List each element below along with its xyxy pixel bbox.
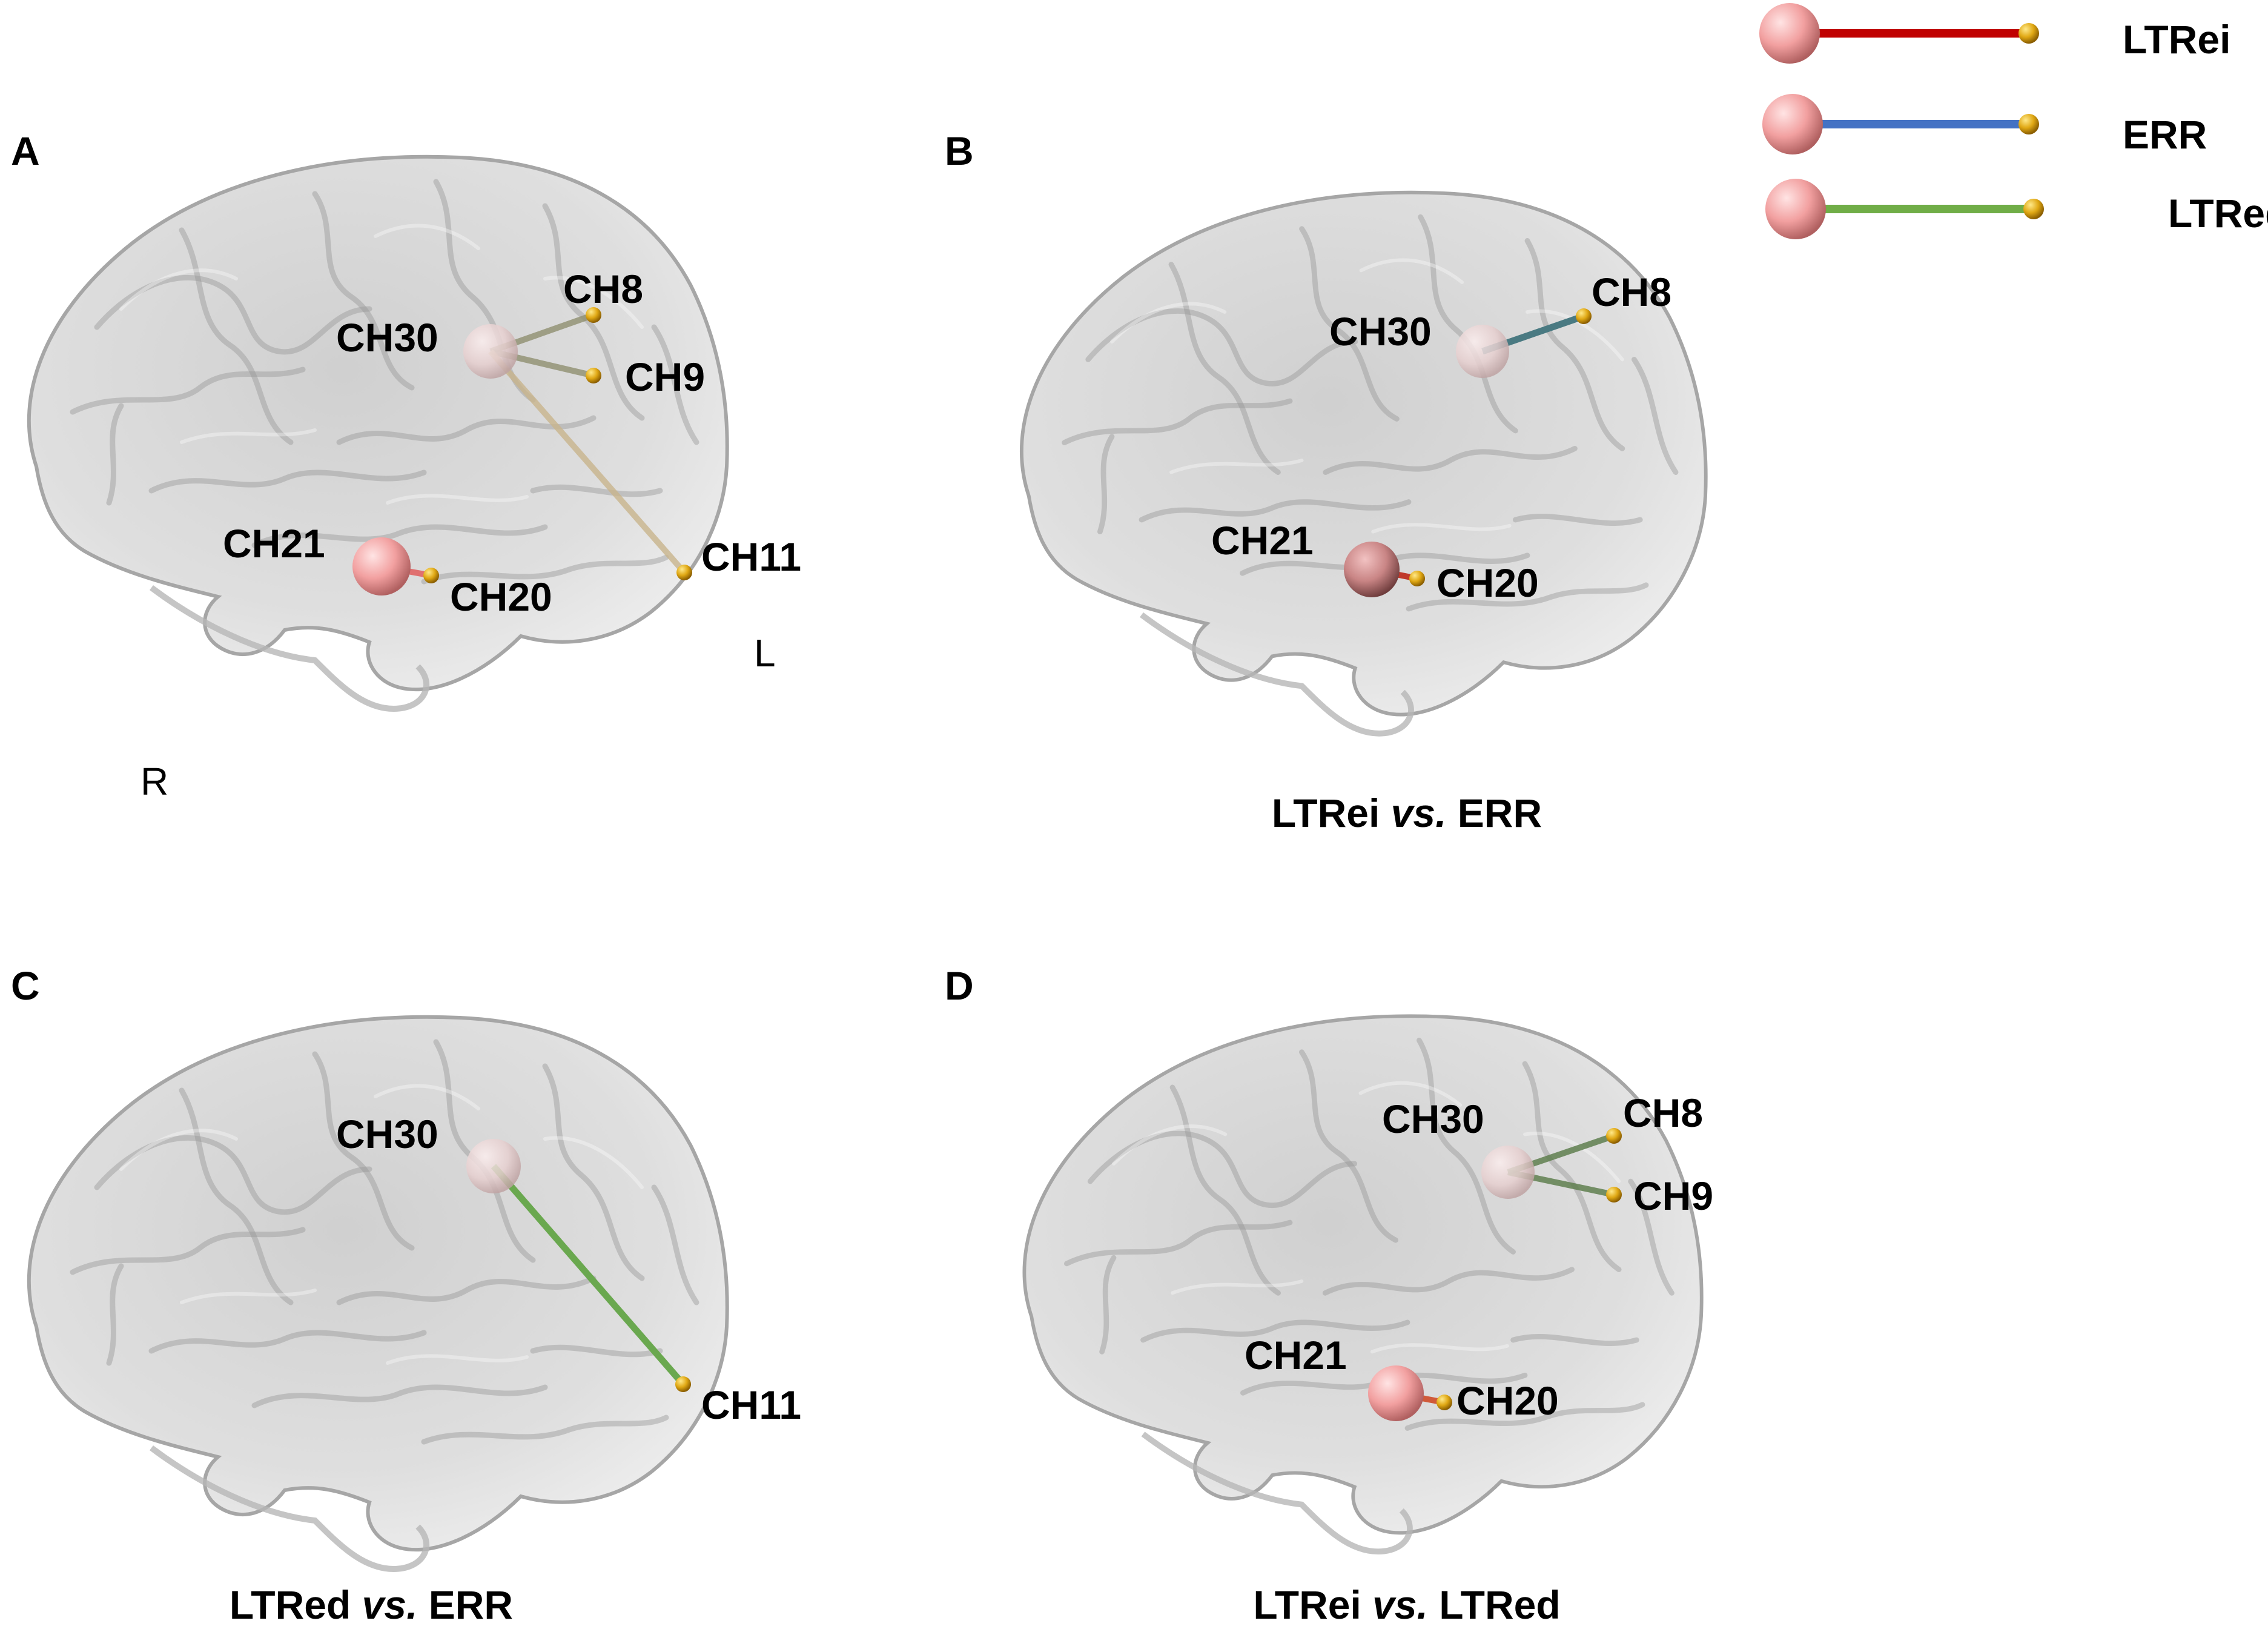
node-ch21-d [1368,1365,1424,1421]
label-ch9-a: CH9 [625,354,705,399]
node-ch8-b [1576,308,1592,324]
label-ch30-c: CH30 [336,1112,438,1156]
legend-item-ltred: LTRed [1765,179,2268,239]
brain-a [29,157,727,709]
panel-letter-c: C [11,963,40,1008]
node-ch11-c [675,1376,691,1392]
node-ch30-b [1456,325,1509,378]
orientation-left: L [754,631,776,675]
legend-node-small-ltrei [2018,23,2039,44]
brain-d [1024,1016,1701,1551]
caption-d: LTRei vs. LTRed [1253,1582,1560,1627]
node-ch9-d [1606,1187,1622,1202]
brain-c [29,1017,727,1569]
label-ch20-d: CH20 [1456,1378,1559,1423]
legend-node-large-ltred [1765,179,1826,239]
label-ch9-d: CH9 [1633,1173,1713,1218]
legend-node-large-ltrei [1759,3,1820,64]
panel-letter-b: B [945,128,974,173]
node-ch9-a [586,368,601,383]
label-ch11-a: CH11 [701,534,801,579]
label-ch21-b: CH21 [1211,518,1314,563]
node-ch30-d [1481,1146,1535,1199]
node-ch20-b [1409,571,1425,586]
edge-ch30-ch11-c [491,1164,686,1387]
legend-node-large-err [1762,94,1823,154]
node-ch21-b [1344,542,1400,597]
label-ch8-b: CH8 [1592,270,1671,314]
node-ch8-a [586,307,601,323]
legend-label-err: ERR [2123,112,2207,157]
edge-ch30-ch11-a [488,349,687,575]
node-ch11-a [676,565,692,580]
panel-c: C CH30 CH11 LTRed vs. ERR [11,963,801,1627]
panel-a: A CH30 CH8 CH9 CH21 CH20 CH11 L R [11,128,801,803]
node-ch21-a [352,537,411,595]
legend-label-ltred: LTRed [2168,191,2268,236]
legend: LTRei ERR LTRed [1759,3,2268,239]
panel-b: B CH30 CH8 CH21 CH20 LTRei vs. ERR [945,128,1706,835]
legend-label-ltrei: LTRei [2123,17,2230,62]
legend-node-small-ltred [2023,199,2044,219]
node-ch8-d [1606,1128,1622,1144]
legend-item-ltrei: LTRei [1759,3,2230,64]
orientation-right: R [141,760,168,803]
caption-b: LTRei vs. ERR [1272,791,1542,835]
node-ch30-c [466,1139,521,1193]
label-ch21-a: CH21 [223,521,325,566]
label-ch20-b: CH20 [1437,560,1539,605]
label-ch20-a: CH20 [450,574,552,619]
legend-item-err: ERR [1762,94,2207,157]
label-ch11-c: CH11 [701,1382,801,1427]
node-ch20-d [1437,1395,1452,1410]
node-ch20-a [423,568,439,583]
label-ch30-b: CH30 [1329,309,1432,354]
label-ch8-a: CH8 [563,267,643,311]
panel-letter-a: A [11,128,40,173]
node-ch30-a [463,324,518,379]
label-ch8-d: CH8 [1623,1090,1703,1135]
panel-letter-d: D [945,963,974,1008]
label-ch30-d: CH30 [1382,1096,1484,1141]
legend-node-small-err [2018,114,2039,134]
caption-c: LTRed vs. ERR [230,1582,513,1627]
panel-d: D CH30 CH8 CH9 CH21 CH20 LTRei vs. LTRed [945,963,1713,1627]
label-ch30-a: CH30 [336,315,438,360]
label-ch21-d: CH21 [1245,1333,1347,1378]
